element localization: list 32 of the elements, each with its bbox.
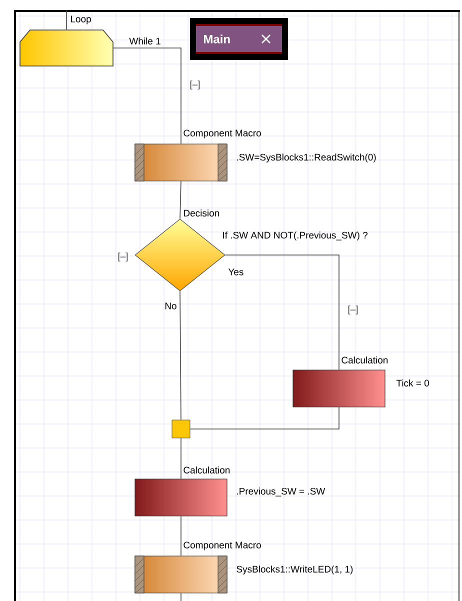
junction-box — [172, 420, 190, 438]
node-label: If .SW AND NOT(.Previous_SW) ? — [223, 232, 368, 240]
macro-block: Component Macro .SW=SysBlocks1::ReadSwitch(0) — [134, 130, 376, 182]
connector-line — [224, 254, 340, 370]
loop-block: Loop — [20, 16, 114, 66]
tab: Main — [190, 18, 288, 60]
collapse-toggle: [–] — [348, 306, 358, 314]
node-label: .Previous_SW = .SW — [237, 488, 326, 496]
node-label: Component Macro — [184, 542, 261, 550]
node-label: Decision — [184, 210, 220, 216]
macro-block: Component Macro SysBlocks1::WriteLED(1, 1) — [134, 542, 353, 594]
connector-line — [112, 48, 182, 144]
calculation-block: Calculation .Previous_SW = .SW — [134, 466, 326, 516]
node-label: .SW=SysBlocks1::ReadSwitch(0) — [237, 154, 376, 162]
node-label: Loop — [70, 16, 91, 24]
node-label: SysBlocks1::WriteLED(1, 1) — [236, 566, 353, 574]
collapse-toggle: [–] — [190, 80, 200, 90]
connector-line — [180, 592, 182, 601]
edge-label: Yes — [228, 268, 244, 276]
connector-line — [180, 438, 182, 480]
connector-line — [180, 290, 182, 420]
node-label: Tick = 0 — [396, 380, 429, 386]
connector-line — [66, 10, 67, 30]
node-label: Calculation — [184, 466, 230, 474]
connector-line — [180, 516, 182, 556]
calculation-block: Calculation Tick = 0 — [292, 356, 429, 408]
connector-line — [180, 180, 182, 220]
edge-label: While 1 — [129, 38, 160, 44]
edge-label: No — [165, 302, 176, 310]
connector-line — [190, 406, 340, 430]
node-label: Calculation — [342, 356, 388, 364]
node-label: Component Macro — [184, 130, 261, 138]
